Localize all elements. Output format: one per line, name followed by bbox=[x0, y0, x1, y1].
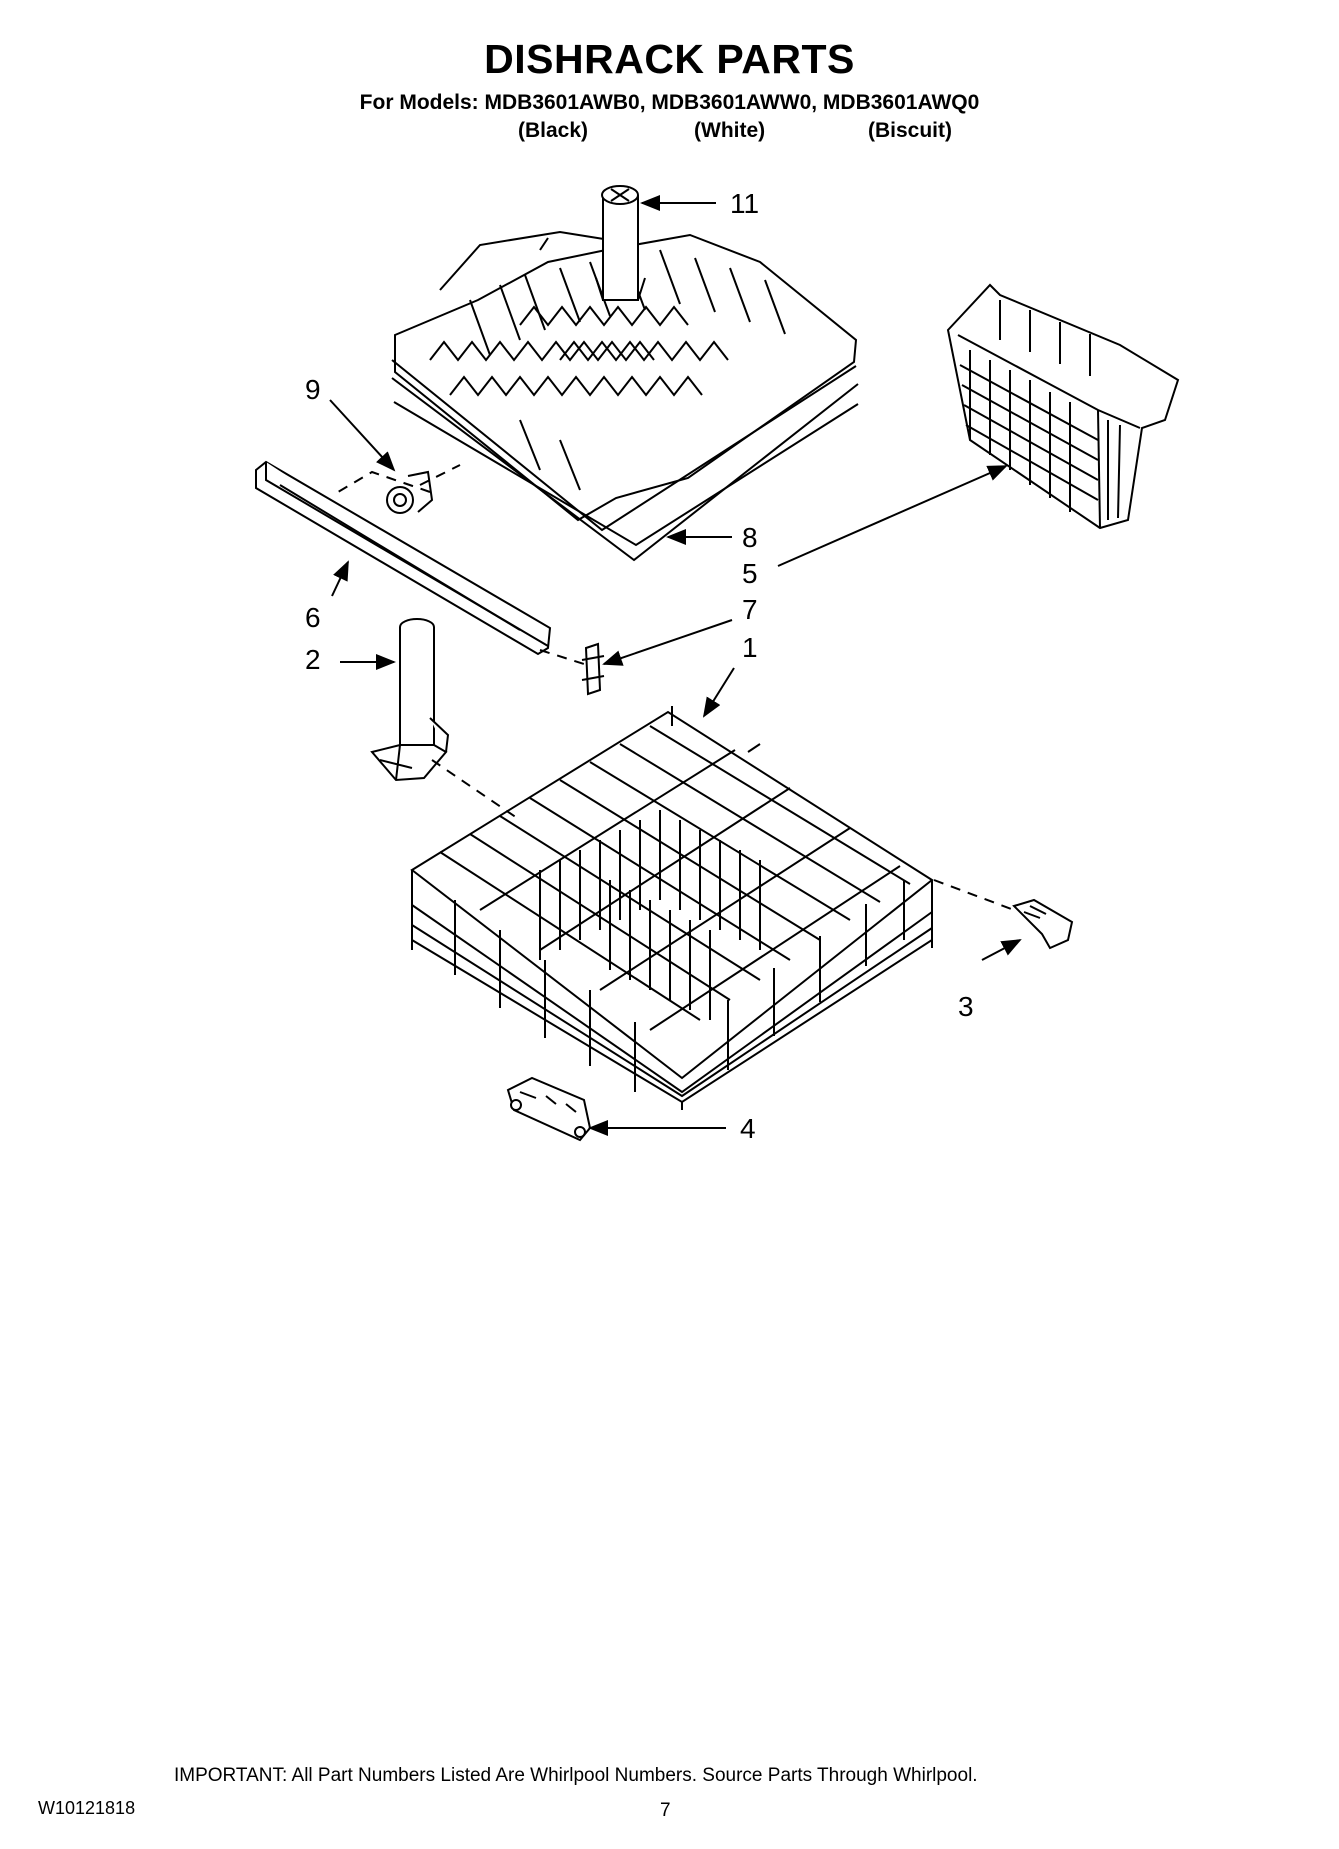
assembly-lines bbox=[337, 464, 1015, 911]
variant-black: (Black) bbox=[518, 119, 589, 142]
page-number: 7 bbox=[660, 1800, 671, 1821]
rail-stop bbox=[581, 642, 605, 696]
callout-3: 3 bbox=[958, 991, 974, 1022]
upper-rack bbox=[391, 230, 859, 562]
callout-5: 5 bbox=[742, 558, 758, 589]
variant-white: (White) bbox=[694, 119, 766, 142]
callout-7: 7 bbox=[742, 594, 758, 625]
callout-11: 11 bbox=[730, 188, 760, 219]
lower-spray-tube bbox=[370, 618, 450, 782]
callout-4: 4 bbox=[740, 1113, 756, 1144]
callout-1: 1 bbox=[742, 632, 758, 663]
lower-rack bbox=[410, 706, 934, 1110]
footer-note: IMPORTANT: All Part Numbers Listed Are W… bbox=[174, 1765, 978, 1786]
document-number: W10121818 bbox=[38, 1798, 136, 1818]
callout-2: 2 bbox=[305, 644, 321, 675]
callout-6: 6 bbox=[305, 602, 321, 633]
leader-lines bbox=[329, 195, 1022, 1136]
upper-spray-tube bbox=[595, 185, 646, 301]
callout-9: 9 bbox=[305, 374, 321, 405]
page-title: DISHRACK PARTS bbox=[484, 36, 855, 82]
callout-8: 8 bbox=[742, 522, 758, 553]
rack-rail bbox=[255, 460, 552, 656]
silverware-basket bbox=[946, 283, 1180, 530]
rack-rear-stop bbox=[1012, 898, 1074, 950]
variant-biscuit: (Biscuit) bbox=[868, 119, 952, 142]
models-line: For Models: MDB3601AWB0, MDB3601AWW0, MD… bbox=[359, 91, 980, 114]
rack-clip bbox=[506, 1076, 592, 1142]
rack-wheel bbox=[386, 470, 434, 514]
